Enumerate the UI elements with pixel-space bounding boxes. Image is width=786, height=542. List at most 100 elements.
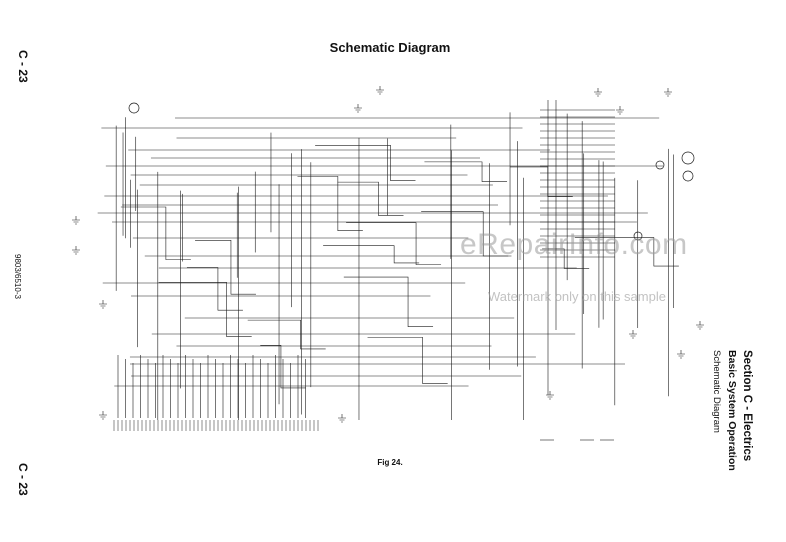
wire bbox=[510, 166, 573, 197]
component-box bbox=[85, 230, 115, 260]
connector-pin bbox=[540, 140, 546, 143]
page-title: Schematic Diagram bbox=[329, 40, 451, 55]
component-box bbox=[620, 100, 675, 155]
relay bbox=[249, 118, 257, 129]
component-box bbox=[432, 196, 462, 232]
component-box bbox=[228, 194, 292, 236]
component-box bbox=[400, 196, 428, 232]
relay bbox=[273, 120, 281, 131]
connector-pin bbox=[585, 323, 591, 326]
ground-symbol bbox=[354, 104, 362, 113]
connector-pin bbox=[170, 318, 176, 321]
connector-pin bbox=[170, 305, 176, 308]
watermark-main: eRepairInfo.com bbox=[460, 228, 688, 261]
connector-pin bbox=[540, 154, 546, 157]
relay bbox=[295, 120, 303, 131]
component-box bbox=[86, 328, 120, 350]
ground-symbol bbox=[664, 88, 672, 97]
wire bbox=[120, 206, 191, 260]
connector-pin bbox=[585, 318, 591, 321]
component-boxes bbox=[85, 85, 695, 442]
wire bbox=[346, 222, 442, 265]
watermark-sub: Watermark only on this sample bbox=[488, 289, 666, 304]
ground-symbol bbox=[338, 414, 346, 423]
wire bbox=[337, 181, 404, 216]
connector-pin bbox=[170, 300, 176, 303]
ground-symbol bbox=[594, 88, 602, 97]
relay bbox=[596, 180, 604, 191]
ground-symbol bbox=[677, 350, 685, 359]
connector-pin bbox=[170, 327, 176, 330]
connector-pin bbox=[540, 190, 546, 193]
component-box bbox=[500, 166, 524, 196]
relay bbox=[607, 118, 615, 129]
connector-pin bbox=[178, 231, 184, 234]
connector-pin bbox=[540, 158, 546, 161]
relay bbox=[415, 118, 423, 129]
relay bbox=[470, 118, 478, 129]
component-box bbox=[400, 85, 440, 113]
ground-symbol bbox=[99, 411, 107, 420]
connector-pin bbox=[540, 194, 546, 197]
component-box bbox=[450, 132, 500, 156]
relay bbox=[284, 120, 292, 131]
wire bbox=[367, 337, 448, 384]
relay bbox=[629, 180, 637, 191]
connector-pin bbox=[170, 336, 176, 339]
connector-pin bbox=[540, 221, 546, 224]
wire bbox=[424, 161, 508, 182]
wire bbox=[186, 267, 243, 311]
wire bbox=[315, 145, 416, 181]
connector-pin bbox=[178, 245, 184, 248]
component-box bbox=[260, 120, 294, 154]
connector-blocks bbox=[113, 118, 648, 431]
relay bbox=[618, 118, 626, 129]
component-box bbox=[356, 196, 396, 232]
ground-symbol bbox=[629, 330, 637, 339]
wire bbox=[343, 276, 434, 327]
connector-pin bbox=[540, 212, 546, 215]
component-box bbox=[165, 198, 193, 254]
ground-symbol bbox=[376, 86, 384, 95]
connector-pin bbox=[178, 213, 184, 216]
wiring-lines bbox=[97, 100, 679, 441]
connector-pin bbox=[178, 204, 184, 207]
relay bbox=[585, 180, 593, 191]
connector-pin bbox=[170, 341, 176, 344]
connector-pin bbox=[540, 163, 546, 166]
connector-pin bbox=[585, 327, 591, 330]
connector-pin bbox=[178, 222, 184, 225]
connector-pin bbox=[540, 176, 546, 179]
component-box bbox=[350, 108, 378, 136]
relay bbox=[585, 155, 593, 166]
wire bbox=[542, 248, 590, 269]
ground-symbols bbox=[72, 86, 704, 423]
relay bbox=[585, 118, 593, 129]
connector-pin bbox=[540, 217, 546, 220]
relay bbox=[448, 118, 456, 129]
connector-pin bbox=[540, 167, 546, 170]
relay bbox=[629, 155, 637, 166]
relay bbox=[607, 155, 615, 166]
component-box bbox=[108, 160, 128, 196]
relay bbox=[629, 118, 637, 129]
component-box bbox=[200, 102, 236, 126]
figure-caption: Fig 24. bbox=[377, 458, 403, 467]
ground-symbol bbox=[99, 300, 107, 309]
circle-component bbox=[633, 231, 643, 241]
connector-pin bbox=[170, 314, 176, 317]
component-box bbox=[92, 276, 118, 302]
relay bbox=[640, 180, 648, 191]
circle-component bbox=[682, 170, 694, 182]
circle-component bbox=[681, 151, 695, 165]
relay bbox=[262, 120, 270, 131]
relay bbox=[596, 155, 604, 166]
connector-pin bbox=[178, 218, 184, 221]
terminal-label-block bbox=[190, 434, 246, 442]
relay bbox=[459, 118, 467, 129]
connector-pin bbox=[178, 209, 184, 212]
relay bbox=[618, 155, 626, 166]
wire bbox=[574, 237, 679, 267]
circle-component bbox=[128, 102, 140, 114]
